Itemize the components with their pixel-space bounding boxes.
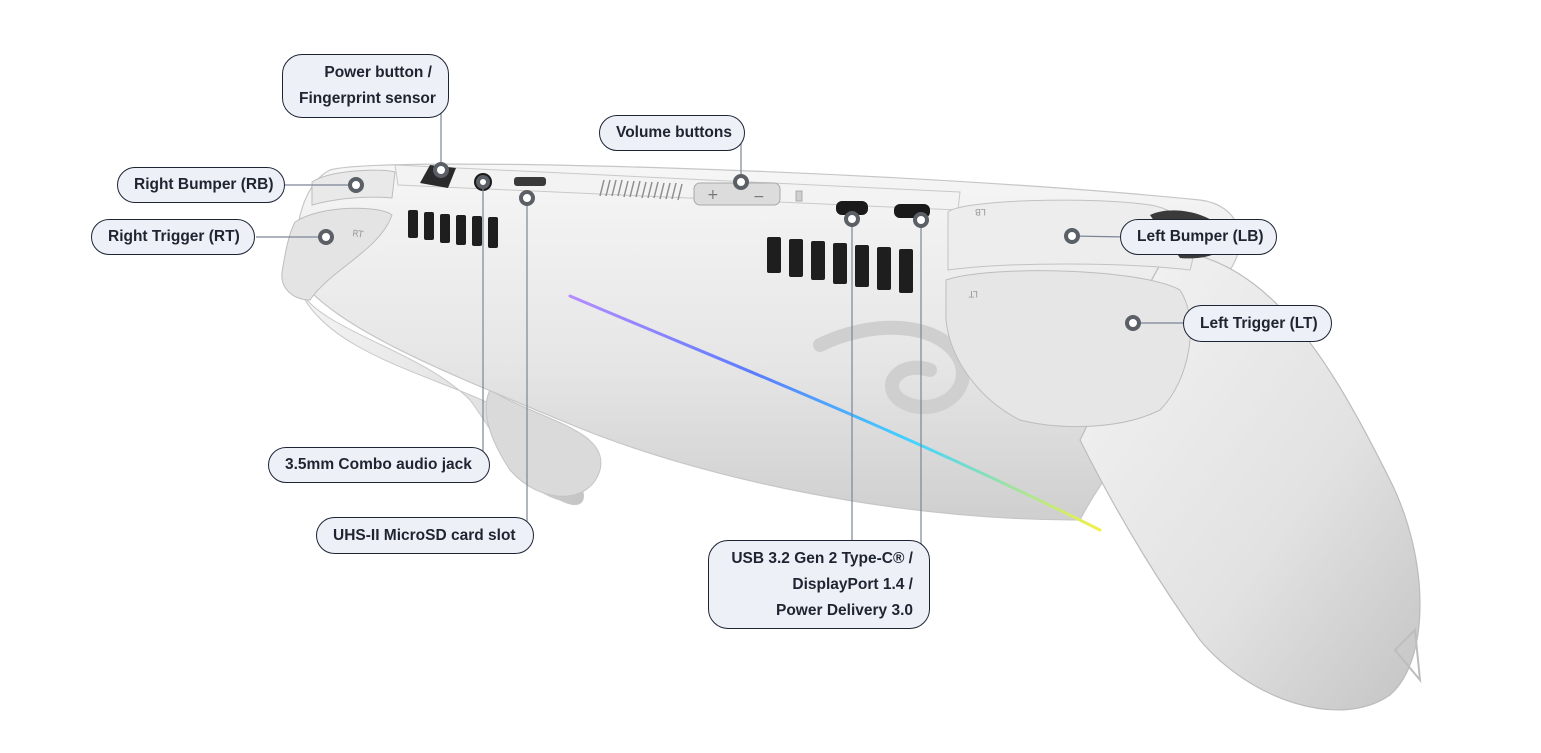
top-grille	[599, 179, 683, 201]
marker-usb-2	[913, 212, 929, 228]
back-emblem	[813, 320, 970, 415]
usb-c-port-1	[836, 201, 868, 215]
marker-volume	[733, 174, 749, 190]
marker-microsd	[519, 190, 535, 206]
callout-right-trigger: Right Trigger (RT)	[91, 219, 255, 255]
callout-power-button: Power button / Fingerprint sensor	[282, 54, 449, 118]
marker-power	[433, 162, 449, 178]
callout-volume-buttons: Volume buttons	[599, 115, 745, 151]
callout-right-bumper: Right Bumper (RB)	[117, 167, 285, 203]
left-trigger-shape	[945, 270, 1191, 428]
marker-lb	[1064, 228, 1080, 244]
marker-rt	[318, 229, 334, 245]
leader-lines	[256, 70, 1185, 558]
callout-left-bumper: Left Bumper (LB)	[1120, 219, 1277, 255]
callout-usb-line2: DisplayPort 1.4 /	[792, 575, 913, 593]
callout-power-line2: Fingerprint sensor	[299, 90, 436, 107]
callout-microsd-slot: UHS-II MicroSD card slot	[316, 517, 534, 554]
callout-power-line1: Power button /	[324, 64, 432, 81]
callout-audio-jack: 3.5mm Combo audio jack	[268, 447, 490, 483]
right-handle	[485, 389, 602, 497]
marker-audio	[476, 175, 490, 189]
callout-usb-c: USB 3.2 Gen 2 Type-C® / DisplayPort 1.4 …	[708, 540, 930, 629]
lb-marking: LB	[975, 206, 986, 216]
marker-rb	[348, 177, 364, 193]
status-leds	[795, 190, 803, 202]
callout-microsd-text: UHS-II MicroSD card slot	[333, 526, 516, 544]
callout-rb-text: Right Bumper (RB)	[134, 176, 274, 193]
callout-left-trigger: Left Trigger (LT)	[1183, 305, 1332, 342]
callout-usb-line1: USB 3.2 Gen 2 Type-C® /	[731, 549, 913, 567]
marker-usb-1	[844, 211, 860, 227]
left-vents	[408, 210, 498, 248]
leader-lb	[1071, 235, 1127, 238]
right-trigger-shape	[281, 207, 393, 301]
callout-audio-text: 3.5mm Combo audio jack	[285, 456, 472, 473]
rt-marking: RT	[352, 229, 365, 241]
left-grip-logo	[1393, 627, 1422, 684]
marker-lt	[1125, 315, 1141, 331]
callout-lt-text: Left Trigger (LT)	[1200, 314, 1318, 332]
callout-rt-text: Right Trigger (RT)	[108, 228, 240, 245]
callout-usb-line3: Power Delivery 3.0	[776, 601, 913, 619]
ring-markers	[318, 162, 1141, 331]
callout-volume-text: Volume buttons	[616, 124, 732, 141]
vol-plus-mark: +	[707, 187, 719, 203]
callout-lb-text: Left Bumper (LB)	[1137, 228, 1264, 245]
microsd-slot	[514, 177, 546, 186]
rgb-light-strip	[568, 294, 1102, 532]
lt-marking: LT	[968, 288, 978, 298]
right-vents	[767, 237, 913, 293]
vol-minus-mark: −	[753, 189, 765, 205]
